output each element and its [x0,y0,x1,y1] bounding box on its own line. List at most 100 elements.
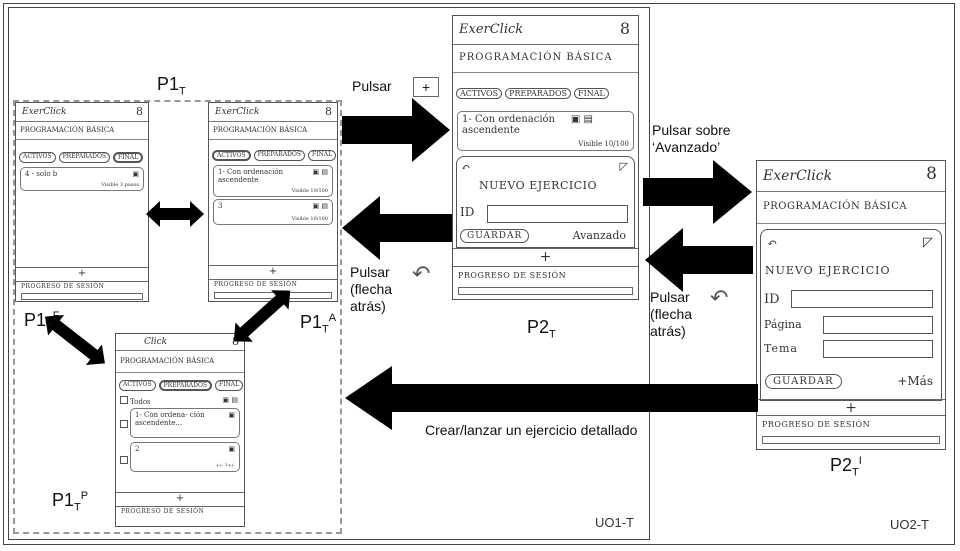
label-p2t-i: P2TI [830,455,862,479]
send-icon[interactable]: ◸ [619,160,628,173]
course-title: PROGRAMACIÓN BÁSICA [763,201,908,212]
back-gesture-icon: ↶ [710,286,729,311]
tab-activos[interactable]: ACTIVOS [212,150,251,161]
exercise-title: 1- Con ordena- ción ascendente... [135,411,205,427]
progress-label: PROGRESO DE SESIÓN [762,420,871,429]
progress-label: PROGRESO DE SESIÓN [21,283,105,290]
session-progress: PROGRESO DE SESIÓN [209,279,337,301]
screen-p2t-i: ExerClick 8 PROGRAMACIÓN BÁSICA ↶ ◸ NUEV… [756,160,946,450]
save-button[interactable]: GUARDAR [460,229,530,243]
exercise-card[interactable]: 1- Con ordenación ascendente ▣ ▤ Visible… [213,165,333,197]
select-all-checkbox[interactable] [120,396,128,404]
tab-activos[interactable]: ACTIVOS [456,88,503,99]
add-button[interactable]: + [453,248,638,267]
stats-icon[interactable]: ▣ ▤ [312,202,328,210]
label-p1t-p: P1TP [52,490,89,514]
user-icon[interactable]: 8 [926,164,937,184]
tab-activos[interactable]: ACTIVOS [19,152,56,163]
advanced-link[interactable]: Avanzado [572,229,626,242]
frame-label-uo2: UO2-T [890,517,929,532]
id-label: ID [460,205,475,219]
item-checkbox[interactable] [120,456,128,464]
tab-preparados[interactable]: PREPARADOS [158,380,213,391]
stats-icon[interactable]: ▣ ▤ [570,114,593,125]
stats-icon[interactable]: ▣ ▤ [312,168,328,176]
send-icon[interactable]: ◸ [923,235,933,250]
back-arrow-icon[interactable]: ↶ [461,161,471,174]
tab-final[interactable]: FINAL [215,380,244,391]
user-icon[interactable]: 8 [136,105,143,118]
progress-label: PROGRESO DE SESIÓN [214,281,298,288]
exercise-card[interactable]: 2 ▣ +/- ?+/- [130,442,240,472]
tab-final[interactable]: FINAL [574,88,609,99]
exercise-title: 4 - solo b [25,170,58,178]
back-arrow-icon[interactable]: ↶ [767,236,778,250]
course-header: PROGRAMACIÓN BÁSICA [757,191,945,224]
course-title: PROGRAMACIÓN BÁSICA [20,126,115,134]
outer-frame-uo2 [3,3,955,545]
session-progress: PROGRESO DE SESIÓN [16,281,148,301]
app-header: ExerClick 8 [209,103,337,122]
id-label: ID [764,292,780,307]
course-title: PROGRAMACIÓN BÁSICA [120,357,215,365]
add-button[interactable]: + [209,265,337,280]
screen-p2t: ExerClick 8 PROGRAMACIÓN BÁSICA ACTIVOS … [452,15,639,300]
user-icon[interactable]: 8 [619,19,630,38]
page-label: Página [764,318,802,331]
stats-icon[interactable]: ▣ [228,445,235,453]
exercise-status: Visible 10/100 [578,140,629,148]
exercise-status: Visible 3 pasos [101,182,139,188]
tab-preparados[interactable]: PREPARADOS [58,152,111,163]
session-progress: PROGRESO DE SESIÓN [757,415,945,449]
user-icon[interactable]: 8 [232,335,239,348]
id-input[interactable] [487,205,628,223]
app-title-partial: Click [144,337,168,347]
add-button[interactable]: + [757,399,945,416]
exercise-card[interactable]: 3 ▣ ▤ Visible 10/100 [213,199,333,225]
p1t-group-label: P1T [157,74,186,98]
id-input[interactable] [791,290,933,308]
annotation-press: Pulsar [352,78,392,94]
form-title: NUEVO EJERCICIO [479,179,597,192]
bulk-icons[interactable]: ▣ ▤ [222,396,238,404]
back-gesture-icon: ↶ [412,262,431,287]
tab-preparados[interactable]: PREPARADOS [505,88,572,99]
exercise-status: Visible 10/100 [291,188,328,194]
annotation-press-back-2: Pulsar (flecha atrás) [650,289,693,339]
add-button[interactable]: + [116,492,244,507]
exercise-card[interactable]: 4 - solo b ▣ Visible 3 pasos [20,167,144,191]
screen-p1t-f: ExerClick 8 PROGRAMACIÓN BÁSICA ACTIVOS … [15,102,149,302]
progress-label: PROGRESO DE SESIÓN [121,508,205,515]
form-title: NUEVO EJERCICIO [765,264,891,277]
item-checkbox[interactable] [120,420,128,428]
frame-label-uo1: UO1-T [595,515,634,530]
session-progress: PROGRESO DE SESIÓN [453,266,638,299]
progress-bar [458,287,633,295]
exercise-card[interactable]: 1- Con ordenación ascendente ▣ ▤ Visible… [457,111,634,151]
label-p1t-a: P1TA [300,312,337,336]
tab-bar: ACTIVOS PREPARADOS FINAL [19,152,145,163]
save-button[interactable]: GUARDAR [765,374,842,389]
tab-activos[interactable]: ACTIVOS [119,380,156,391]
tab-preparados[interactable]: PREPARADOS [253,150,306,161]
course-header: PROGRAMACIÓN BÁSICA [453,44,638,73]
page-input[interactable] [823,316,933,334]
stats-icon[interactable]: ▣ [132,170,139,178]
user-icon[interactable]: 8 [325,105,332,118]
tab-final[interactable]: FINAL [113,152,144,163]
topic-input[interactable] [823,340,933,358]
progress-bar [762,436,940,444]
stats-icon[interactable]: ▣ [228,411,235,419]
course-header: PROGRAMACIÓN BÁSICA [209,121,337,140]
app-title: ExerClick [763,168,833,184]
add-button[interactable]: + [16,267,148,282]
tab-final[interactable]: FINAL [308,150,337,161]
progress-bar [214,292,332,299]
exercise-card[interactable]: 1- Con ordena- ción ascendente... ▣ [130,408,240,438]
course-header: PROGRAMACIÓN BÁSICA [16,121,148,140]
app-title: ExerClick [215,107,260,117]
progress-label: PROGRESO DE SESIÓN [458,271,567,280]
exercise-title: 3 [218,202,223,210]
more-link[interactable]: +Más [897,374,933,388]
select-all-row[interactable]: Todos [120,396,151,406]
